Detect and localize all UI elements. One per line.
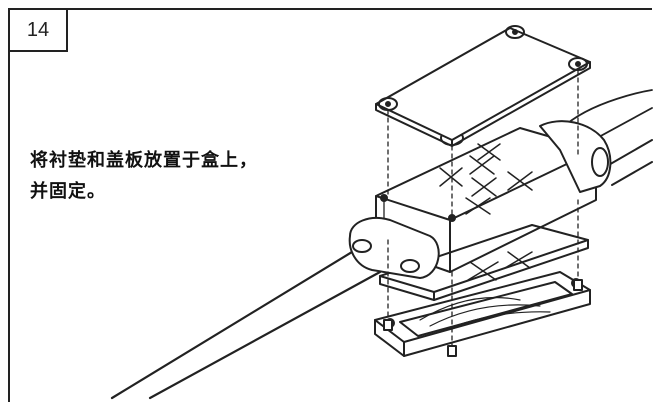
lower-gasket: [379, 224, 589, 301]
cable-pipe: [110, 89, 653, 400]
instruction-text: 将衬垫和盖板放置于盒上， 并固定。: [30, 145, 350, 207]
cover-plate: [375, 25, 591, 147]
step-number: 14: [26, 18, 50, 41]
instruction-line-2: 并固定。: [30, 181, 106, 202]
base-screws: [383, 279, 583, 357]
panel-frame: [8, 8, 652, 402]
bottom-base-plate: [374, 271, 591, 357]
instruction-line-1: 将衬垫和盖板放置于盒上，: [30, 150, 258, 171]
alignment-guides: [387, 69, 579, 351]
right-cable-gland: [539, 120, 612, 193]
step-number-box: 14: [8, 8, 68, 52]
junction-box-body: [375, 127, 597, 273]
left-cable-gland: [348, 217, 440, 279]
